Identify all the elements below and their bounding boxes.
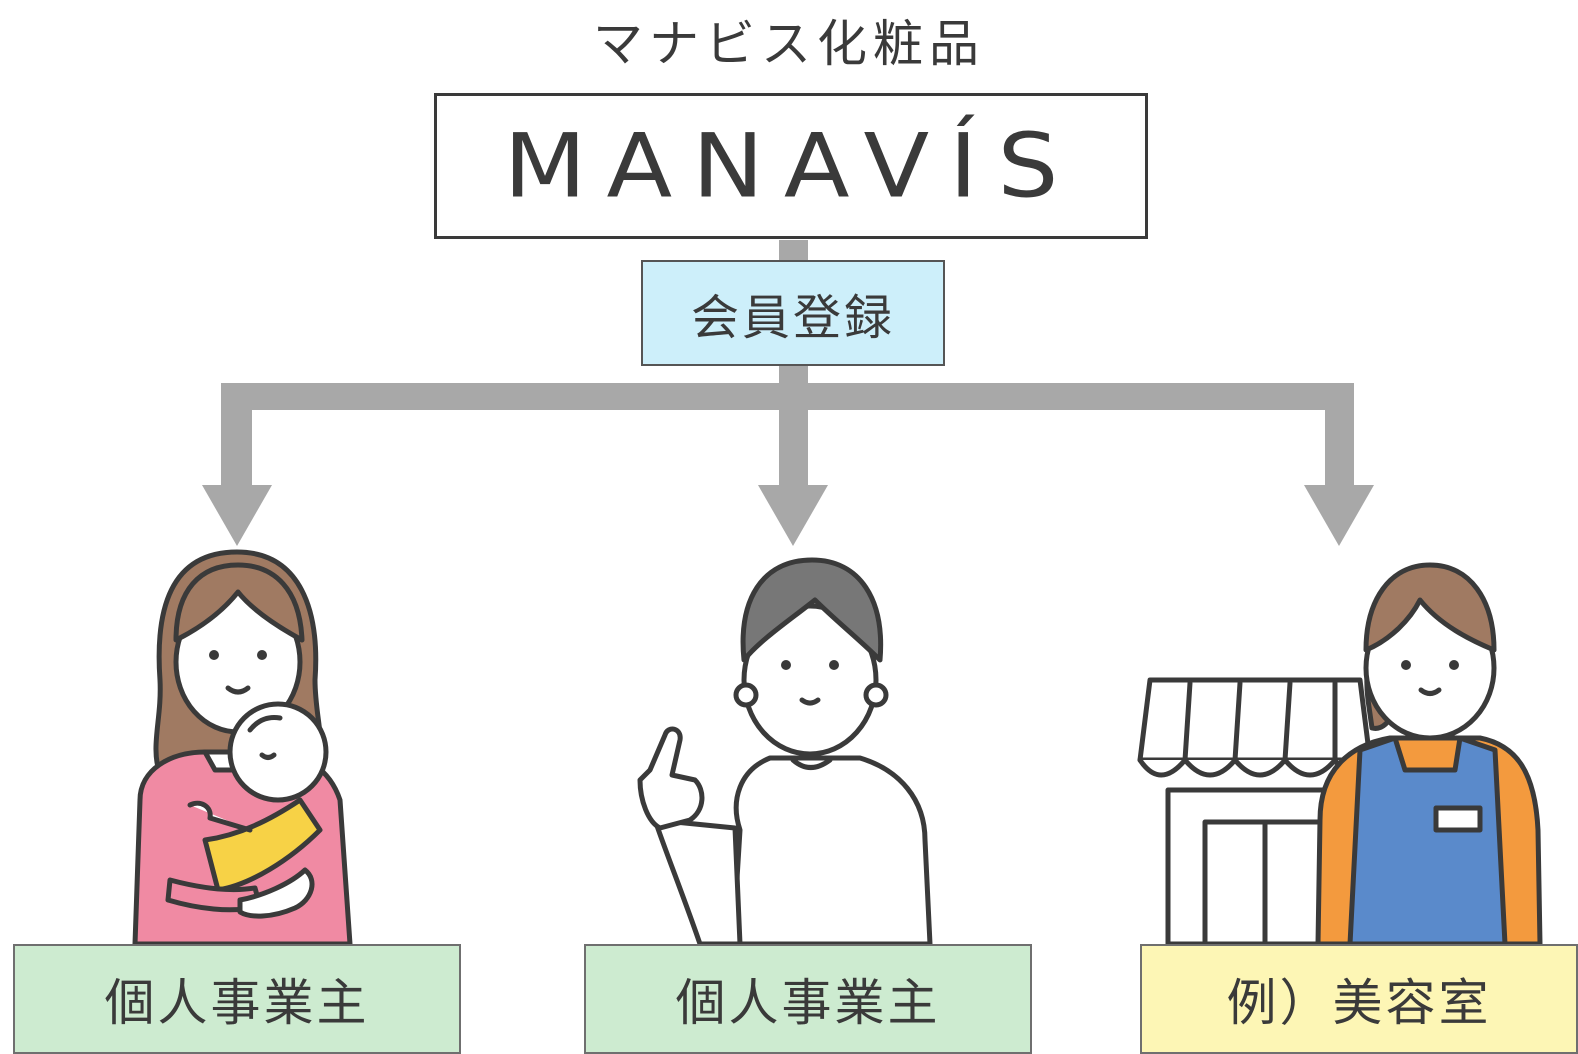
recipient-label-center: 個人事業主: [584, 944, 1032, 1054]
brand-logo: MANAVÍS: [503, 114, 1079, 218]
person-pointing-illustration: [637, 557, 933, 947]
connector-left-drop: [221, 383, 252, 489]
registration-box: 会員登録: [641, 260, 945, 366]
connector-logo-to-register: [779, 240, 808, 262]
logo-box: MANAVÍS: [434, 93, 1148, 239]
connector-horizontal-bar: [221, 383, 1354, 410]
company-name: マナビス化粧品: [593, 15, 985, 73]
mother-holding-baby-illustration: [132, 549, 353, 947]
recipient-label-right: 例）美容室: [1140, 944, 1578, 1054]
arrow-head-left: [202, 485, 272, 546]
arrow-head-right: [1304, 485, 1374, 546]
arrow-head-center: [758, 485, 828, 546]
shop-staff-illustration: [1137, 562, 1543, 947]
connector-right-drop: [1325, 383, 1354, 489]
recipient-label-left: 個人事業主: [13, 944, 461, 1054]
